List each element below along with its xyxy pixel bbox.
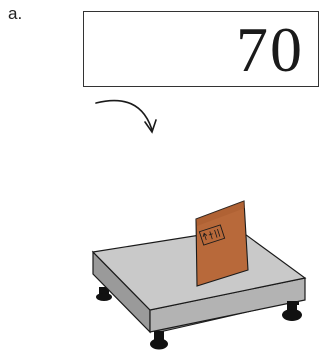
curved-arrow-down-right-icon: [96, 101, 156, 132]
